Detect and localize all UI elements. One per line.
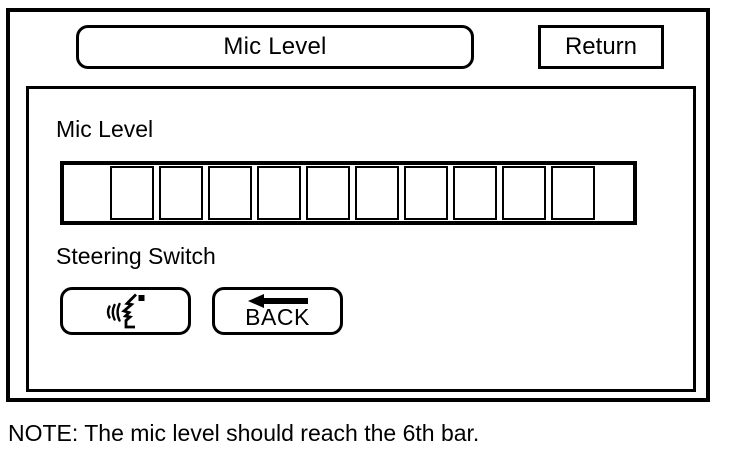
back-button[interactable]: BACK: [212, 287, 343, 335]
mic-level-section-label: Mic Level: [56, 116, 154, 142]
mic-level-meter: [60, 161, 637, 225]
mic-level-segment: [404, 166, 448, 220]
steering-switch-section-label: Steering Switch: [56, 243, 216, 269]
mic-level-segment-group: [110, 166, 595, 220]
mic-level-segment: [159, 166, 203, 220]
mic-level-segment: [306, 166, 350, 220]
steering-switch-button-group: BACK: [60, 287, 343, 335]
device-screen-frame: Mic Level Return Mic Level Steering Swit…: [6, 8, 710, 402]
talk-button[interactable]: [60, 287, 191, 335]
screen-title-button[interactable]: Mic Level: [76, 25, 474, 69]
left-arrow-icon: [247, 294, 308, 308]
return-button-label: Return: [564, 33, 638, 60]
mic-level-segment: [257, 166, 301, 220]
header-bar: Mic Level Return: [10, 12, 706, 78]
note-text: NOTE: The mic level should reach the 6th…: [8, 420, 480, 446]
mic-level-segment: [502, 166, 546, 220]
mic-level-segment: [453, 166, 497, 220]
content-panel: Mic Level Steering Switch: [26, 86, 696, 392]
mic-level-segment: [110, 166, 154, 220]
talk-icon: [106, 293, 144, 329]
mic-level-segment: [355, 166, 399, 220]
mic-level-segment: [551, 166, 595, 220]
mic-level-segment: [208, 166, 252, 220]
return-button[interactable]: Return: [538, 25, 664, 69]
page-title: Mic Level: [223, 33, 327, 60]
back-button-label: BACK: [245, 304, 310, 330]
